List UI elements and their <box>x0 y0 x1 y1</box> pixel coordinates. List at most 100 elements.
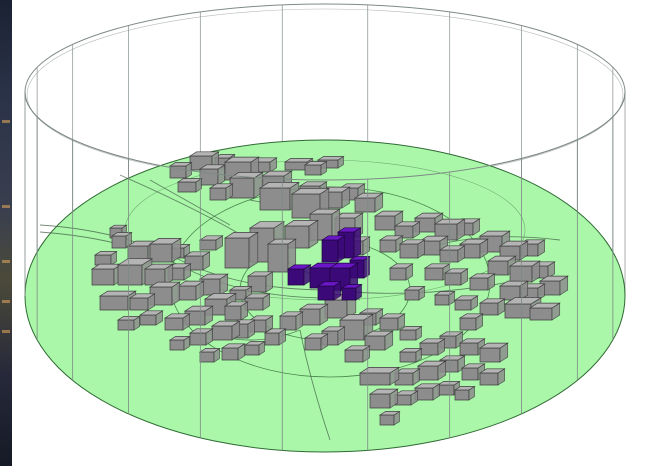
building-front-face <box>209 187 227 201</box>
building <box>208 183 234 201</box>
building <box>143 263 174 286</box>
building-front-face <box>479 372 499 386</box>
building <box>223 231 260 269</box>
building-front-face <box>304 164 322 176</box>
building <box>183 251 211 271</box>
building-roof <box>413 212 444 219</box>
building <box>498 280 529 301</box>
road-line <box>299 329 331 441</box>
building-front-face <box>299 308 321 326</box>
building-roof <box>223 156 260 163</box>
building-front-face <box>417 365 439 381</box>
building-front-face <box>461 367 479 381</box>
building-front-face <box>359 372 391 386</box>
building <box>418 338 446 356</box>
building-front-face <box>454 389 470 401</box>
background-photo-edge <box>0 0 12 466</box>
building-roof <box>398 348 423 353</box>
building <box>388 263 414 281</box>
building <box>198 235 224 251</box>
building-roof <box>98 290 137 297</box>
building-roof <box>363 330 394 337</box>
building-front-face <box>129 297 149 311</box>
building-roof <box>203 293 238 300</box>
building <box>538 275 569 296</box>
building-roof <box>378 313 406 319</box>
building-front-face <box>189 332 207 346</box>
building-front-face <box>479 302 499 316</box>
building-roof <box>368 388 399 395</box>
highlighted-building <box>316 281 342 301</box>
building-roof <box>498 240 529 247</box>
building-front-face <box>344 349 364 363</box>
building-front-face <box>369 393 391 409</box>
building-roof <box>283 158 314 163</box>
building-roof <box>320 235 346 241</box>
building <box>128 293 156 311</box>
building <box>443 268 469 286</box>
building-roof <box>298 303 329 310</box>
building-roof <box>176 178 203 183</box>
building <box>363 330 394 351</box>
highlighted-building <box>320 235 346 263</box>
building-roof <box>198 273 229 280</box>
building-roof <box>93 251 118 256</box>
building-roof <box>198 235 224 241</box>
building-roof <box>266 238 297 245</box>
building-roof <box>438 355 466 361</box>
building-roof <box>168 162 193 167</box>
building-roof <box>418 338 446 344</box>
building-front-face <box>199 351 215 363</box>
building-front-face <box>284 161 308 171</box>
building-roof <box>458 238 489 245</box>
building-roof <box>436 381 461 386</box>
building-roof <box>176 280 205 287</box>
building <box>163 313 191 331</box>
building <box>528 302 561 321</box>
building-roof <box>198 348 221 353</box>
building <box>93 250 118 266</box>
building-front-face <box>317 285 335 301</box>
building-front-face <box>264 332 280 346</box>
building-roof <box>283 220 320 227</box>
building-front-face <box>177 285 197 301</box>
building <box>416 360 447 381</box>
building <box>398 325 423 341</box>
building-roof <box>478 298 506 304</box>
building <box>148 281 181 306</box>
building-roof <box>143 263 174 270</box>
building-front-face <box>244 344 260 356</box>
building-front-face <box>389 267 407 281</box>
building-roof <box>336 227 362 233</box>
building-front-face <box>509 265 533 283</box>
building <box>176 280 205 301</box>
building-roof <box>188 151 220 157</box>
building <box>478 368 506 386</box>
building-roof <box>138 310 164 316</box>
building <box>166 263 192 281</box>
building-front-face <box>354 197 376 213</box>
building-roof <box>398 326 423 331</box>
building-front-face <box>169 339 185 351</box>
building-roof <box>223 301 249 307</box>
building-roof <box>163 313 191 319</box>
building-roof <box>278 311 304 317</box>
building <box>458 238 489 259</box>
highlighted-building <box>286 264 312 286</box>
building-roof <box>286 264 312 270</box>
building-front-face <box>94 254 112 266</box>
building <box>303 160 328 176</box>
building-roof <box>246 271 274 277</box>
building <box>220 343 246 361</box>
building-front-face <box>459 317 477 331</box>
building-roof <box>478 342 509 349</box>
highlighted-buildings <box>286 227 371 301</box>
building <box>210 320 241 341</box>
building-front-face <box>437 384 455 396</box>
building-roof <box>116 258 154 266</box>
building-front-face <box>267 243 289 273</box>
building <box>148 237 183 263</box>
building-front-face <box>399 329 417 341</box>
building-roof <box>243 341 266 346</box>
building <box>168 335 191 351</box>
